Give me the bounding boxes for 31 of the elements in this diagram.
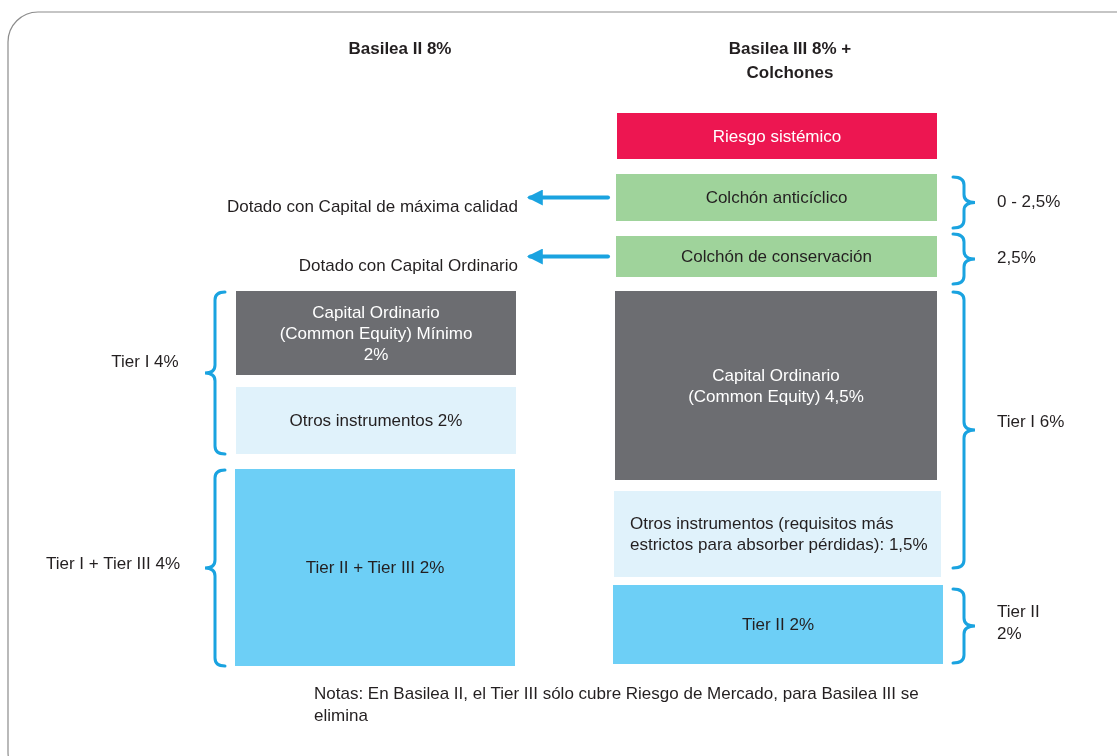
capital-block xyxy=(615,291,937,480)
column-heading: Basilea III 8% + Colchones xyxy=(727,38,853,84)
block-label: Tier II 2% xyxy=(741,614,815,635)
capital-block xyxy=(235,469,515,666)
block-label: Capital Ordinario (Common Equity) 4,5% xyxy=(687,364,865,407)
bracket-label: Tier II 2% xyxy=(997,601,1041,645)
arrow xyxy=(526,189,610,206)
bracket-label: Tier I + Tier III 4% xyxy=(45,553,181,575)
buffer-block xyxy=(616,174,937,221)
capital-block xyxy=(236,291,516,375)
bracket-label: 0 - 2,5% xyxy=(997,191,1062,213)
bracket-label: Tier I 4% xyxy=(110,351,180,373)
footnote: Notas: En Basilea II, el Tier III sólo cubre Riesgo de Mercado, para Basilea III se elimina xyxy=(314,683,920,727)
bracket-label: Tier I 6% xyxy=(997,411,1066,433)
block-label: Tier II + Tier III 2% xyxy=(305,557,445,578)
capital-block xyxy=(613,585,943,664)
block-label: Colchón de conservación xyxy=(681,246,872,267)
capital-block xyxy=(236,387,516,454)
block-label: Otros instrumentos 2% xyxy=(289,410,463,431)
block-label: Capital Ordinario (Common Equity) Mínimo 2% xyxy=(278,301,474,365)
column-heading: Basilea II 8% xyxy=(347,38,453,60)
buffer-block xyxy=(617,113,937,159)
block-label: Colchón anticíclico xyxy=(705,187,848,208)
block-label: Riesgo sistémico xyxy=(712,125,842,147)
bracket-label: 2,5% xyxy=(997,247,1037,269)
buffer-block xyxy=(616,236,937,277)
arrow xyxy=(526,248,610,265)
capital-block xyxy=(614,491,941,577)
annotation-text: Dotado con Capital Ordinario xyxy=(298,254,518,276)
block-label: Otros instrumentos (requisitos más estrictos para absorber pérdidas): 1,5% xyxy=(630,513,929,555)
annotation-text: Dotado con Capital de máxima calidad xyxy=(226,195,518,217)
